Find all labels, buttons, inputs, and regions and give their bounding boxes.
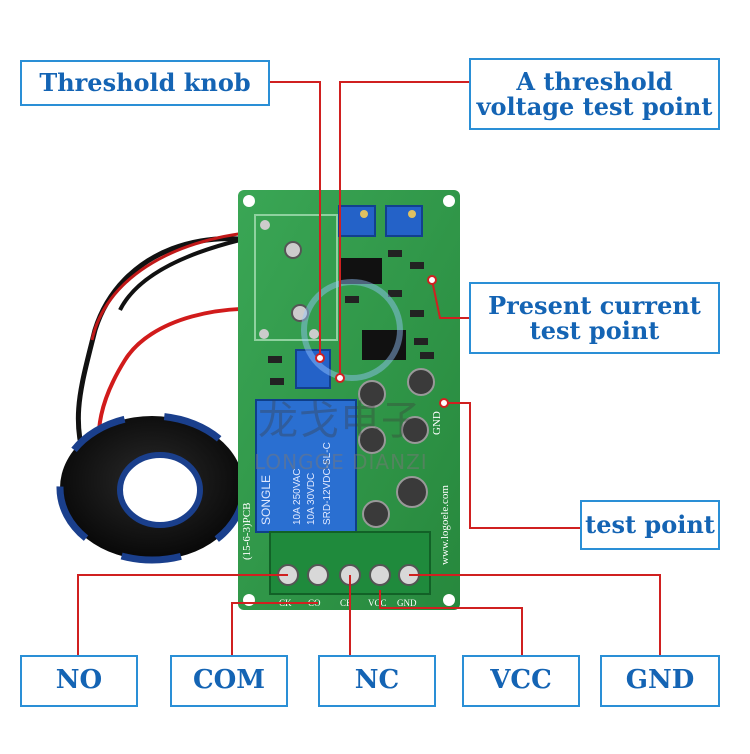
silk-pin-ce: CE	[340, 598, 352, 608]
test-point-markers	[315, 275, 449, 408]
pin-gnd-label: GND	[600, 655, 720, 707]
pin-com-label: COM	[170, 655, 288, 707]
threshold-knob-text: Threshold knob	[39, 68, 251, 98]
logo-watermark	[301, 279, 403, 381]
test-point-text: test point	[585, 510, 715, 540]
relay-text-1: 10A 250VAC	[292, 468, 303, 525]
present-current-marker	[427, 275, 437, 285]
threshold-knob-marker	[315, 353, 325, 363]
present-current-label: Present current test point	[469, 282, 720, 354]
gnd-test-marker	[439, 398, 449, 408]
watermark-chinese: 龙戈电子	[258, 398, 422, 444]
pcb-version-text: (15-6-3)PCB	[241, 503, 253, 560]
relay-text-3: SRD-12VDC-SL-C	[322, 442, 333, 525]
pin-vcc-text: VCC	[490, 665, 552, 696]
threshold-voltage-text-1: A threshold	[516, 66, 673, 96]
watermark-english: LONGGE DIANZI	[254, 450, 428, 474]
silk-pin-gnd: GND	[397, 598, 417, 608]
pin-gnd-text: GND	[625, 665, 695, 696]
pin-nc-label: NC	[318, 655, 436, 707]
threshold-knob-label: Threshold knob	[20, 60, 270, 106]
gnd-side-text: GND	[431, 411, 443, 435]
pcb-board: SONGLE 10A 250VAC 10A 30VDC SRD-12VDC-SL…	[238, 190, 460, 610]
pin-vcc-label: VCC	[462, 655, 580, 707]
pin-nc-text: NC	[354, 665, 400, 696]
relay: SONGLE 10A 250VAC 10A 30VDC SRD-12VDC-SL…	[255, 399, 357, 533]
present-current-text-1: Present current	[488, 290, 701, 320]
current-transformer-coil	[56, 412, 248, 564]
silk-pin-vcc: VCC	[368, 598, 387, 608]
capacitors	[358, 368, 435, 528]
relay-brand: SONGLE	[259, 475, 273, 525]
pin-com-text: COM	[192, 665, 266, 696]
threshold-voltage-marker	[335, 373, 345, 383]
threshold-voltage-label: A threshold voltage test point	[469, 58, 720, 130]
pin-no-label: NO	[20, 655, 138, 707]
threshold-voltage-text-2: voltage test point	[476, 92, 713, 121]
test-point-label: test point	[580, 500, 720, 550]
leader-lines	[77, 81, 661, 655]
website-text: www.logoele.com	[439, 485, 451, 565]
present-current-text-2: test point	[529, 316, 660, 345]
relay-text-2: 10A 30VDC	[306, 473, 317, 525]
pin-no-text: NO	[55, 665, 103, 696]
